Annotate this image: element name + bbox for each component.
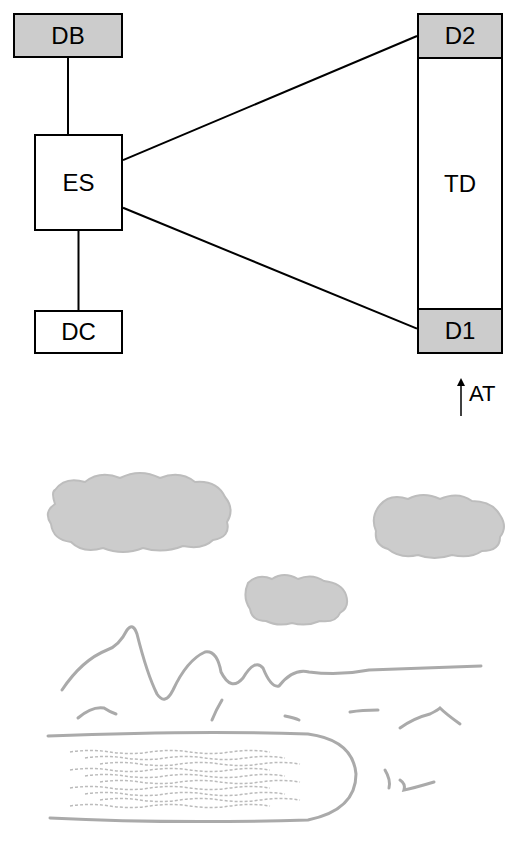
tower-box: TD D2D1 <box>417 13 503 354</box>
mountain-ridge <box>62 627 481 699</box>
direction-arrow <box>460 384 462 416</box>
arrow-head <box>457 378 465 386</box>
node-label: DB <box>51 22 84 50</box>
cloud <box>374 495 504 558</box>
cloud <box>245 575 347 625</box>
connector-line <box>123 208 417 329</box>
water-ripple <box>70 751 270 754</box>
detector-box: D1 <box>417 308 503 354</box>
detector-box: D2 <box>417 13 503 59</box>
connector-line <box>67 58 69 134</box>
axis-label: AT <box>469 381 495 407</box>
lake-shore <box>48 732 356 821</box>
rocks <box>385 770 434 790</box>
node-label: D1 <box>445 317 476 345</box>
water-ripple <box>70 787 270 790</box>
connector-line <box>78 231 80 310</box>
client-box: DC <box>34 310 123 354</box>
water-ripple <box>100 763 300 766</box>
node-label: D2 <box>445 22 476 50</box>
cloud <box>48 473 231 552</box>
server-box: ES <box>34 134 123 231</box>
mountain-line <box>78 708 116 718</box>
water-ripple <box>85 757 285 760</box>
node-label: DC <box>61 318 96 346</box>
node-label: ES <box>62 169 94 197</box>
mountain-line <box>400 708 460 728</box>
water-ripple <box>70 805 270 808</box>
connector-line <box>123 36 417 160</box>
water-ripple <box>85 775 285 778</box>
node-label: TD <box>444 170 476 198</box>
database-box: DB <box>13 13 123 58</box>
water-ripple <box>70 769 270 772</box>
water-ripple <box>85 793 285 796</box>
mountain-line <box>285 710 378 720</box>
water-ripple <box>100 781 300 784</box>
mountain-line <box>212 700 222 720</box>
water-ripple <box>100 799 300 802</box>
